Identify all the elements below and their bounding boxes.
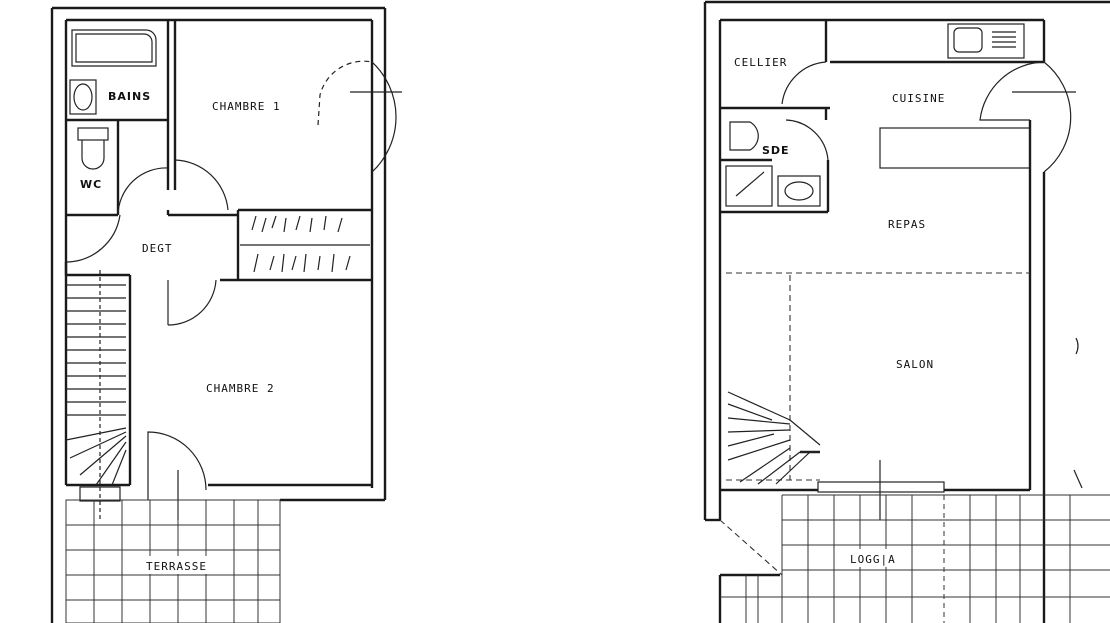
room-label-sde: SDE	[762, 144, 790, 157]
upper-floor-plan: CHAMBRE 1 BAINS WC DEGT CHAMBRE 2 TERRAS…	[50, 6, 402, 623]
room-label-chambre1: CHAMBRE 1	[212, 100, 281, 113]
room-label-cellier: CELLIER	[734, 56, 787, 69]
lower-floor-plan: CELLIER CUISINE SDE REPAS SALON LOGG|A	[703, 0, 1110, 623]
room-label-repas: REPAS	[888, 218, 926, 231]
room-label-bains: BAINS	[108, 90, 151, 103]
room-label-degt: DEGT	[142, 242, 173, 255]
room-label-chambre2: CHAMBRE 2	[206, 382, 275, 395]
room-label-cuisine: CUISINE	[892, 92, 945, 105]
room-label-wc: WC	[80, 178, 102, 191]
scan-marks	[1073, 337, 1083, 489]
room-label-salon: SALON	[896, 358, 934, 371]
room-label-terrasse: TERRASSE	[146, 560, 207, 573]
room-label-loggia: LOGG|A	[850, 553, 896, 566]
